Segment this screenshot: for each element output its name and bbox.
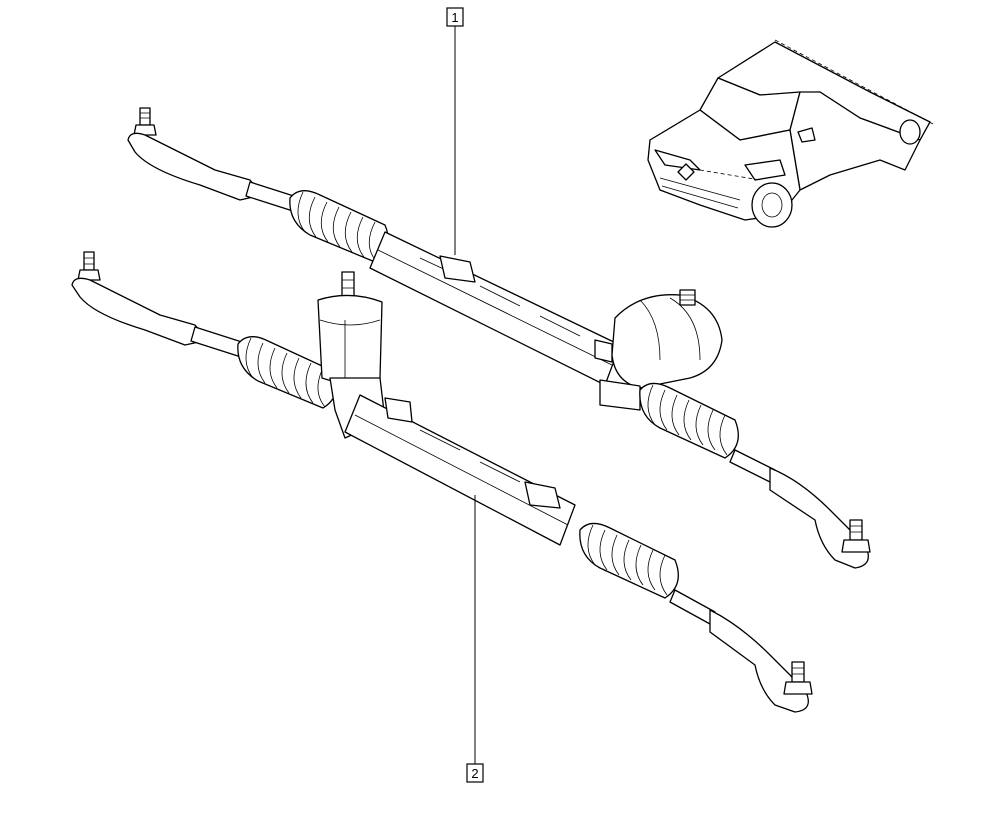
steering-rack-assembly-2	[71, 251, 813, 713]
right-bellows-2	[579, 522, 679, 599]
left-bellows-1	[289, 190, 389, 263]
vehicle-thumbnail	[647, 39, 936, 228]
callout-1: 1	[446, 7, 464, 255]
callout-2: 2	[466, 495, 484, 783]
callout-label-2: 2	[471, 766, 478, 781]
callout-box-1	[446, 7, 464, 27]
right-bellows-1	[639, 382, 739, 459]
callout-label-1: 1	[451, 10, 458, 25]
callout-box-2	[466, 763, 484, 783]
pinion-housing-1	[599, 289, 723, 411]
steering-rack-assembly-1	[127, 107, 871, 569]
